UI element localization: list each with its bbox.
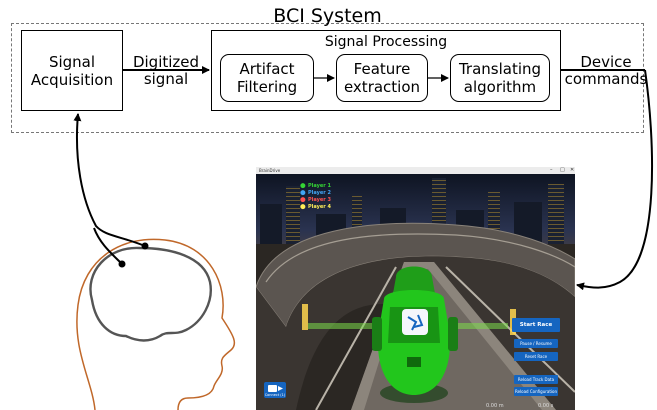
reload-track-data-button[interactable]: Reload Track Data bbox=[514, 375, 558, 384]
headset-icon bbox=[268, 385, 283, 392]
close-icon[interactable]: ✕ bbox=[570, 167, 575, 173]
game-window-titlebar: BrainDrive – □ ✕ bbox=[256, 167, 575, 174]
player-1-label: Player 1 bbox=[308, 183, 331, 189]
signal-acquisition-line2: Acquisition bbox=[30, 70, 114, 89]
brain-outline bbox=[89, 246, 212, 342]
player-2-label: Player 2 bbox=[308, 190, 331, 196]
artifact-filtering-box: Artifact Filtering bbox=[220, 54, 314, 102]
player-4-entry: ⬤ Player 4 bbox=[300, 204, 331, 211]
player-3-label: Player 3 bbox=[308, 197, 331, 203]
player-list: ⬤ Player 1 ⬤ Player 2 ⬤ Player 3 ⬤ Playe… bbox=[300, 183, 331, 211]
bci-system-title: BCI System bbox=[273, 5, 382, 27]
artifact-filtering-line1: Artifact bbox=[239, 60, 295, 78]
player-pin-icon: ⬤ bbox=[300, 190, 306, 196]
maximize-icon[interactable]: □ bbox=[560, 167, 565, 173]
reset-race-button[interactable]: Reset Race bbox=[514, 352, 558, 361]
time-readout: 0.00 s bbox=[538, 403, 554, 409]
feature-extraction-line1: Feature bbox=[353, 60, 411, 78]
signal-processing-title: Signal Processing bbox=[324, 34, 448, 50]
player-pin-icon: ⬤ bbox=[300, 197, 306, 203]
player-pin-icon: ⬤ bbox=[300, 183, 306, 189]
signal-processing-box bbox=[211, 30, 561, 111]
pause-resume-button[interactable]: Pause / Resume bbox=[514, 339, 558, 348]
connect-button[interactable]: Connect (1) bbox=[264, 382, 286, 398]
bci-system-frame bbox=[11, 23, 644, 133]
signal-acquisition-line1: Signal bbox=[48, 52, 96, 71]
translating-algorithm-box: Translating algorithm bbox=[450, 54, 550, 102]
commands-to-game-arrow bbox=[576, 69, 654, 291]
player-car bbox=[372, 266, 458, 403]
digitized-signal-label: Digitized signal bbox=[132, 53, 200, 88]
device-commands-label: Device commands bbox=[564, 53, 648, 88]
distance-readout: 0.00 m bbox=[486, 403, 504, 409]
feature-extraction-box: Feature extraction bbox=[336, 54, 428, 102]
electrode-wire bbox=[93, 227, 123, 265]
translating-algorithm-line2: algorithm bbox=[463, 78, 537, 96]
acquisition-arrow bbox=[73, 113, 146, 247]
player-4-label: Player 4 bbox=[308, 204, 331, 210]
start-race-button[interactable]: Start Race bbox=[512, 318, 560, 332]
translating-algorithm-line1: Translating bbox=[458, 60, 542, 78]
connect-label: Connect (1) bbox=[264, 393, 286, 397]
signal-acquisition-box: Signal Acquisition bbox=[21, 30, 123, 111]
reload-configuration-button[interactable]: Reload Configuration bbox=[514, 387, 558, 396]
artifact-filtering-line2: Filtering bbox=[236, 78, 298, 96]
minimize-icon[interactable]: – bbox=[550, 167, 553, 173]
game-screenshot: BrainDrive – □ ✕ ⬤ Player 1 ⬤ Player 2 ⬤… bbox=[256, 167, 575, 410]
player-2-entry: ⬤ Player 2 bbox=[300, 190, 331, 197]
player-1-entry: ⬤ Player 1 bbox=[300, 183, 331, 190]
feature-extraction-line2: extraction bbox=[343, 78, 421, 96]
player-3-entry: ⬤ Player 3 bbox=[300, 197, 331, 204]
player-pin-icon: ⬤ bbox=[300, 204, 306, 210]
game-window-title: BrainDrive bbox=[259, 168, 281, 173]
head-outline bbox=[76, 238, 236, 410]
